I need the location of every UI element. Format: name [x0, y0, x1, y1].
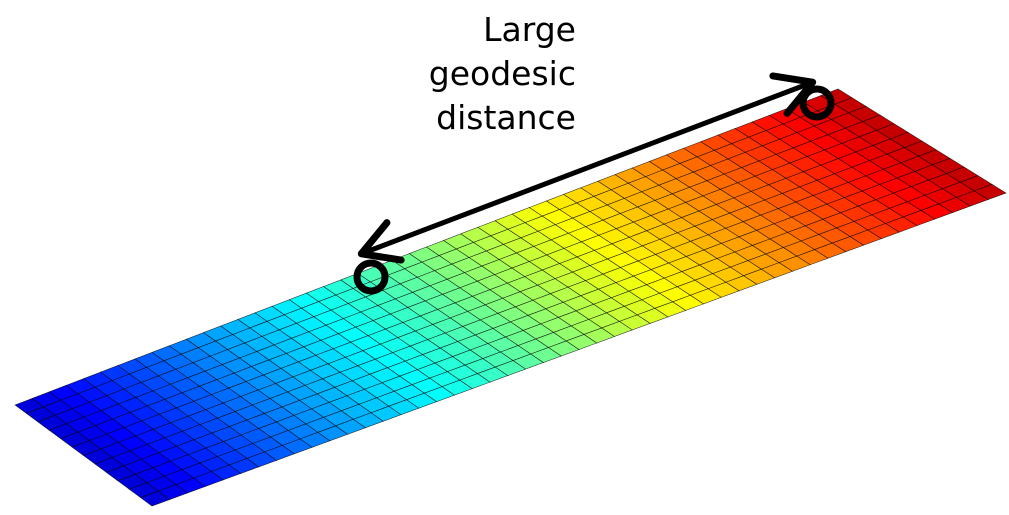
double-headed-arrow	[357, 72, 817, 264]
colored-surface-mesh	[14, 88, 1007, 507]
mesh-cell	[973, 184, 1007, 200]
annotation-line-1: Large	[483, 10, 576, 49]
end-point-marker	[799, 85, 835, 121]
annotation-line-3: distance	[436, 98, 576, 137]
start-point-marker	[353, 259, 389, 295]
annotation-line-2: geodesic	[428, 54, 576, 93]
annotation-label: Large geodesic distance	[429, 8, 576, 140]
